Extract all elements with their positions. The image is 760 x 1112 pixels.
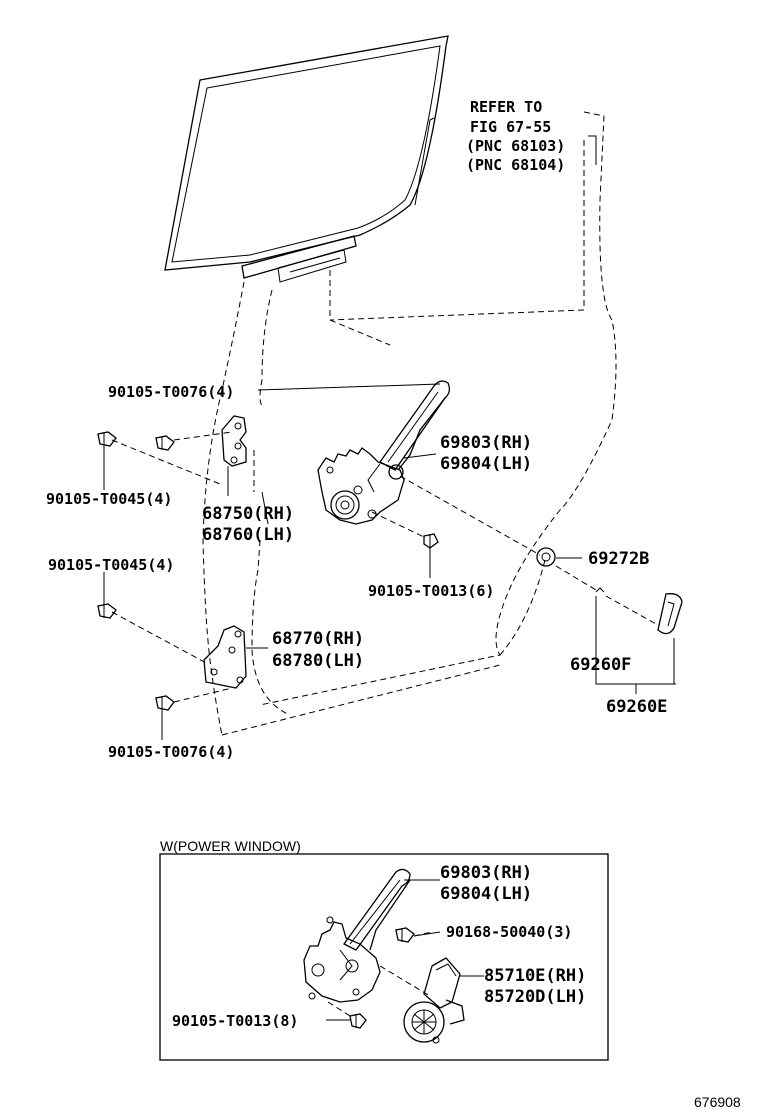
part-label-hinge-lower-rh: 68770(RH) (272, 629, 364, 649)
refer-note-line-2: FIG 67-55 (470, 118, 551, 136)
power-window-inset: W(POWER WINDOW) (159, 838, 609, 1061)
grommet-icon (536, 547, 556, 567)
window-regulator-illustration (317, 380, 451, 525)
part-label-hinge-lower-lh: 68780(LH) (272, 651, 364, 671)
part-label-bolt-t0045-mid: 90105-T0045(4) (48, 556, 174, 574)
part-label-bolt-t0076-bottom: 90105-T0076(4) (108, 743, 234, 761)
lower-hinge-illustration (203, 625, 247, 689)
inset-frame (159, 853, 609, 1061)
part-label-regulator-lh: 69804(LH) (440, 454, 532, 474)
part-label-bolt-t0013: 90105-T0013(6) (368, 582, 494, 600)
inset-label-bolt-50040: 90168-50040(3) (446, 923, 572, 941)
inset-label-motor-rh: 85710E(RH) (484, 966, 586, 986)
part-label-regulator-rh: 69803(RH) (440, 433, 532, 453)
bolt-icon (97, 603, 117, 619)
inset-regulator-illustration (303, 868, 411, 1003)
inset-label-motor-lh: 85720D(LH) (484, 987, 586, 1007)
window-motor-illustration (403, 957, 465, 1044)
inset-title: W(POWER WINDOW) (160, 838, 301, 854)
inset-label-regulator-rh: 69803(RH) (440, 863, 532, 883)
door-panel-outline (202, 111, 617, 736)
part-label-hinge-upper-lh: 68760(LH) (202, 525, 294, 545)
assembly-lines (111, 431, 657, 703)
figure-number: 676908 (694, 1094, 741, 1110)
refer-note-line-3: (PNC 68103) (466, 137, 565, 155)
leader-lines (103, 117, 676, 740)
part-label-handle-part: 69260F (570, 655, 631, 675)
bolt-icon (395, 927, 415, 943)
refer-note: REFER TO FIG 67-55 (PNC 68103) (PNC 6810… (466, 98, 565, 174)
refer-note-line-4: (PNC 68104) (466, 156, 565, 174)
inset-label-bolt-t0013: 90105-T0013(8) (172, 1012, 298, 1030)
bolt-icon (97, 431, 117, 447)
part-label-handle-assy: 69260E (606, 697, 667, 717)
upper-hinge-illustration (221, 415, 247, 467)
bolt-icon (155, 695, 175, 711)
part-label-grommet: 69272B (588, 549, 649, 569)
door-glass-illustration (164, 35, 449, 283)
bolt-icon (349, 1013, 367, 1029)
part-label-bolt-t0076-top: 90105-T0076(4) (108, 383, 234, 401)
bolt-icon (423, 533, 439, 549)
part-label-hinge-upper-rh: 68750(RH) (202, 504, 294, 524)
refer-note-line-1: REFER TO (470, 98, 542, 116)
part-label-bolt-t0045-left: 90105-T0045(4) (46, 490, 172, 508)
bolt-icon (155, 435, 175, 451)
inset-label-regulator-lh: 69804(LH) (440, 884, 532, 904)
window-handle-illustration (595, 587, 683, 635)
